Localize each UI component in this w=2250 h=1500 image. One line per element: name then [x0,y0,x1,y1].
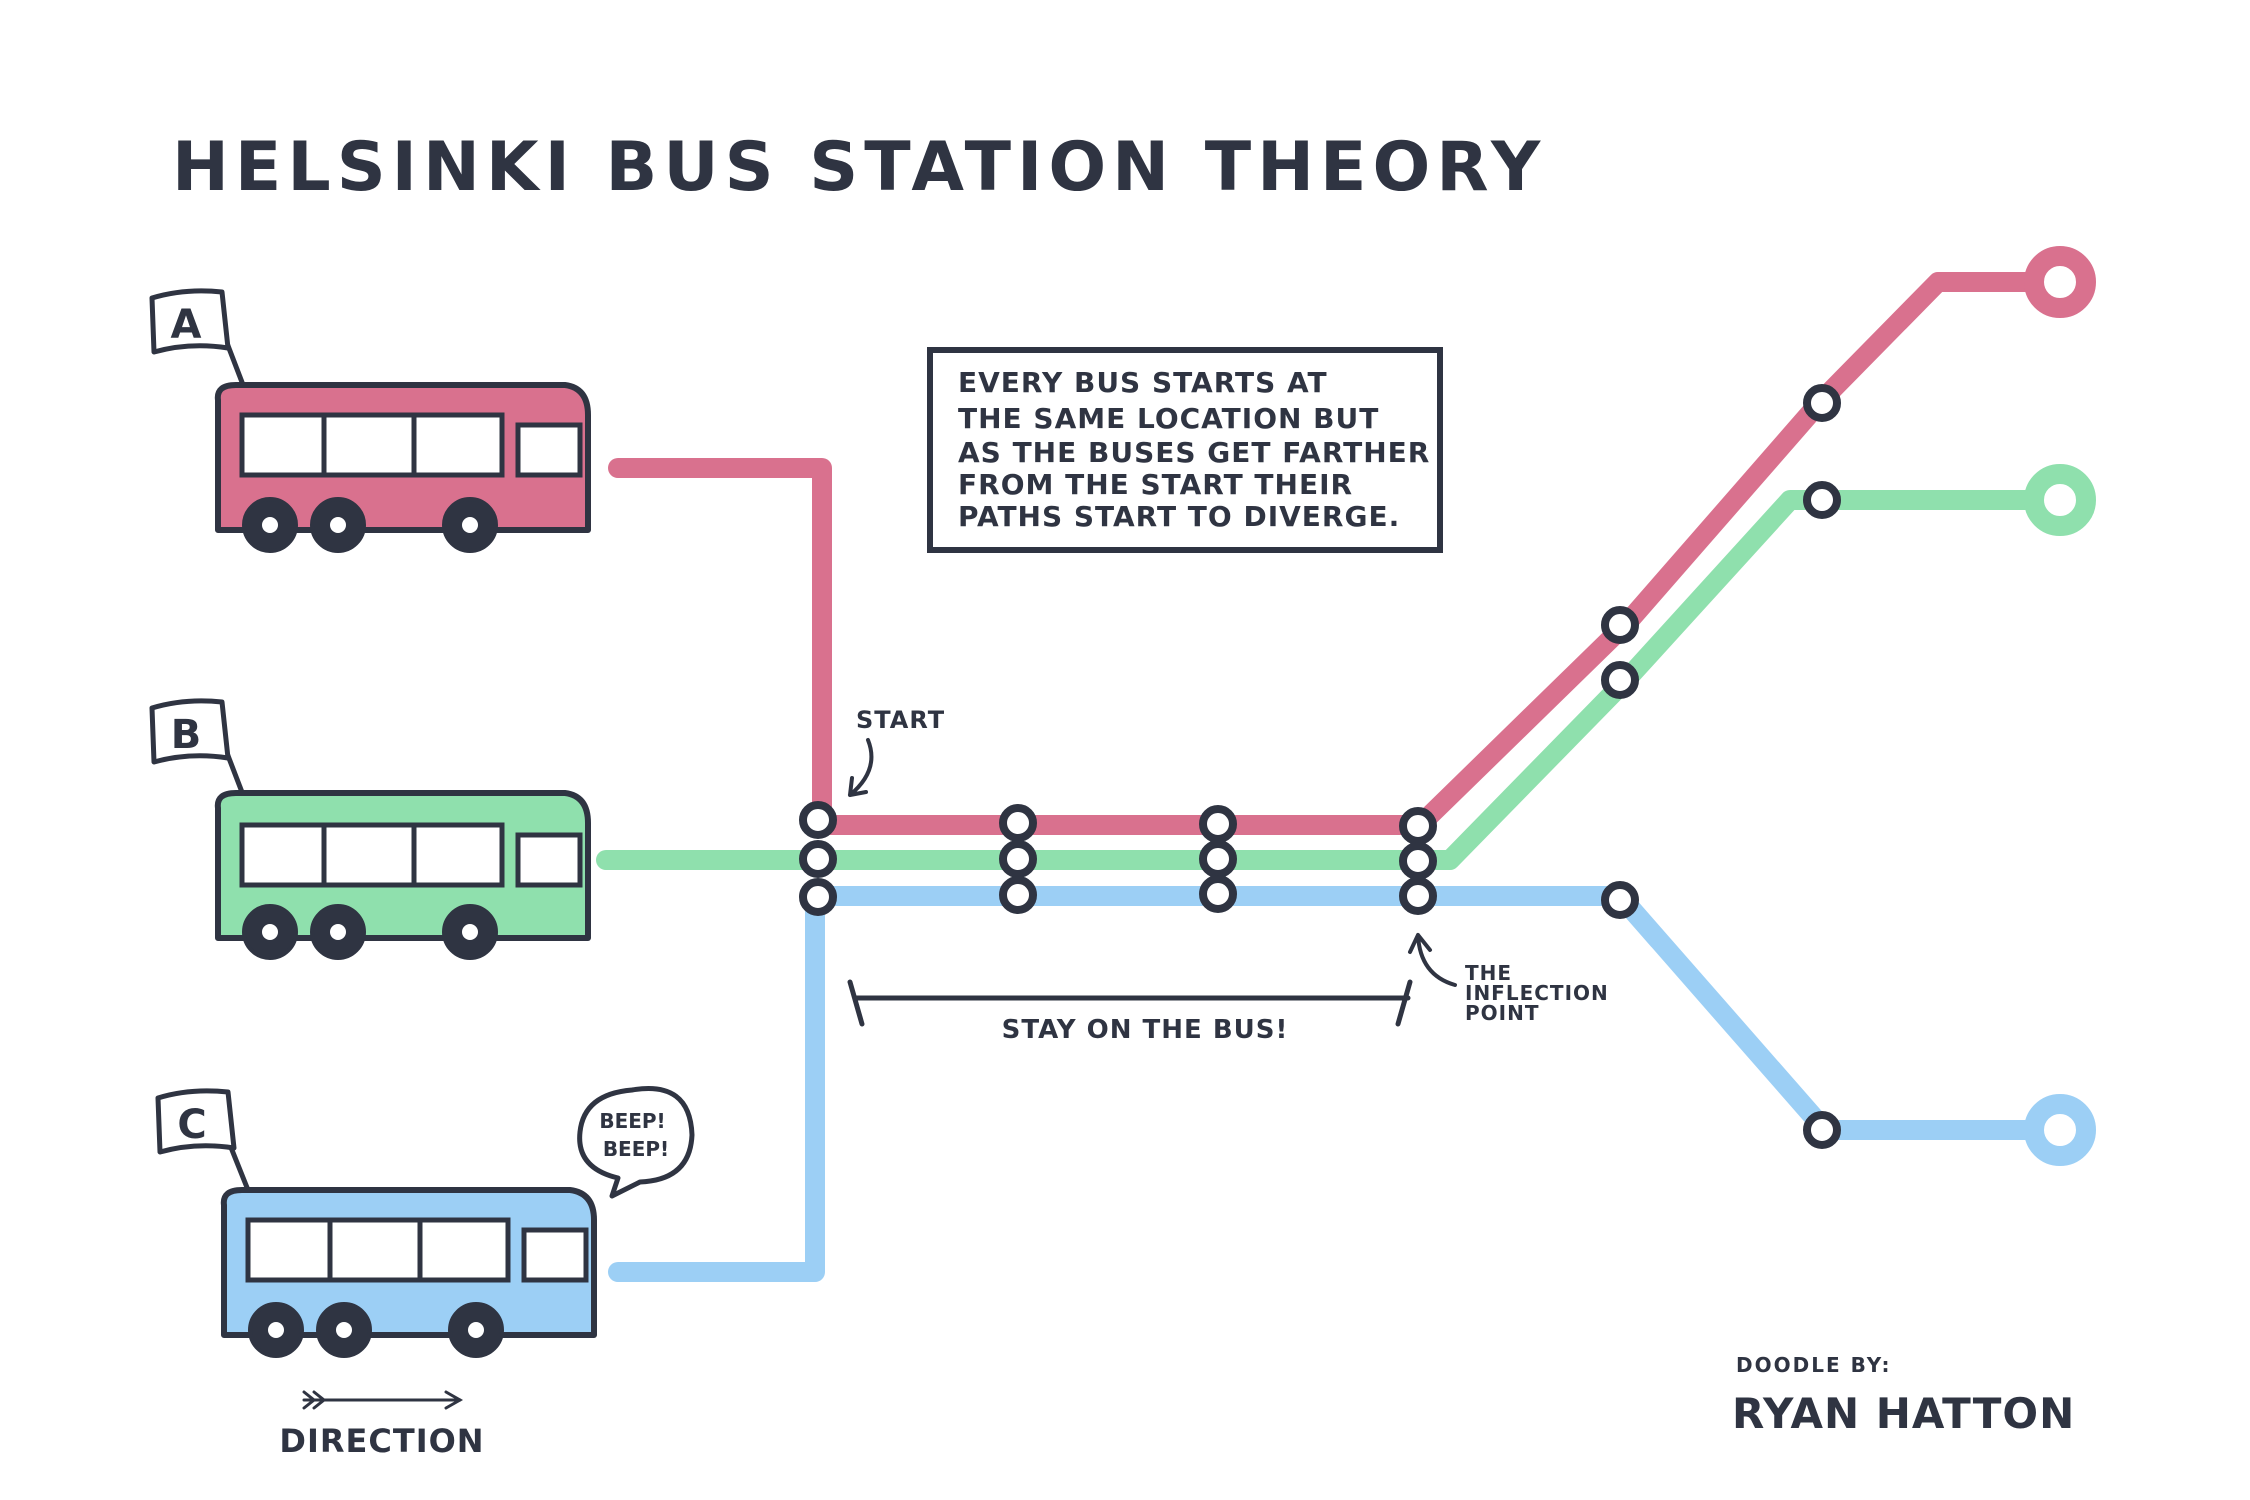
route-c-terminal [2024,1094,2096,1166]
speech-text: BEEP! BEEP! [599,1109,672,1161]
stop-marker [1399,877,1437,915]
note-line: paths start to diverge. [958,500,1400,533]
bus-window [411,412,505,478]
bus-window [321,412,417,478]
stop-marker [1399,842,1437,880]
stop-marker [999,840,1037,878]
direction-label: Direction [279,1422,484,1460]
stop-marker [1199,805,1237,843]
bus-window [327,1217,423,1283]
note-line: the same location but [958,402,1379,435]
bus-window [417,1217,511,1283]
start-arrow [848,738,874,797]
stop-marker [999,876,1037,914]
stay-bracket [847,979,1413,1027]
bus-window [239,822,327,888]
stop-marker [1399,807,1437,845]
note-box: Every bus starts at the same location bu… [927,347,1443,553]
bus-window [321,822,417,888]
note-text: Every bus starts at the same location bu… [958,366,1441,533]
bus-window [521,1227,589,1283]
route-a-line [608,272,2070,835]
bus-window [239,412,327,478]
stop-marker [1199,875,1237,913]
speech-bubble [577,1086,695,1199]
flag-b-label: B [171,712,202,758]
flag-c-label: C [177,1102,206,1148]
note-line: from the start their [958,468,1353,501]
direction-arrow-icon [302,1390,464,1410]
note-line: Every bus starts at [958,366,1328,399]
stop-marker [1601,661,1639,699]
diagram-title: Helsinki Bus Station Theory [172,128,1546,207]
note-line: as the buses get farther [958,436,1430,469]
flag-a-label: A [171,302,202,348]
stop-marker [799,840,837,878]
flag-b [149,698,231,765]
inflection-arrow [1408,933,1457,987]
route-a-terminal [2024,246,2096,318]
stop-marker [1601,606,1639,644]
stop-marker [999,804,1037,842]
bus-window [245,1217,333,1283]
stop-marker [1803,384,1841,422]
route-b-terminal [2024,464,2096,536]
stop-marker [799,801,837,839]
bus-window [515,422,583,478]
stay-label: Stay on the bus! [1002,1015,1289,1045]
inflection-line: The [1465,961,1512,985]
stop-marker [799,878,837,916]
flag-c [155,1088,237,1155]
stop-marker [1601,881,1639,919]
stop-marker [1803,481,1841,519]
flag-a [149,288,231,355]
inflection-line: Point [1465,1001,1539,1025]
inflection-label: The Inflection Point [1465,961,1617,1025]
shared-stops [799,384,1841,1149]
bus-window [515,832,583,888]
start-label: Start [856,706,945,734]
credit-name: Ryan Hatton [1732,1389,2075,1438]
route-c-line [608,886,2050,1282]
stop-marker [1803,1111,1841,1149]
bus-c: C BEEP! BEEP! [155,1086,695,1358]
bus-window [411,822,505,888]
bus-a: A [149,288,591,553]
stop-marker [1199,840,1237,878]
inflection-line: Inflection [1465,981,1609,1005]
bus-b: B [149,698,591,960]
credit-label: Doodle by: [1736,1353,1891,1377]
